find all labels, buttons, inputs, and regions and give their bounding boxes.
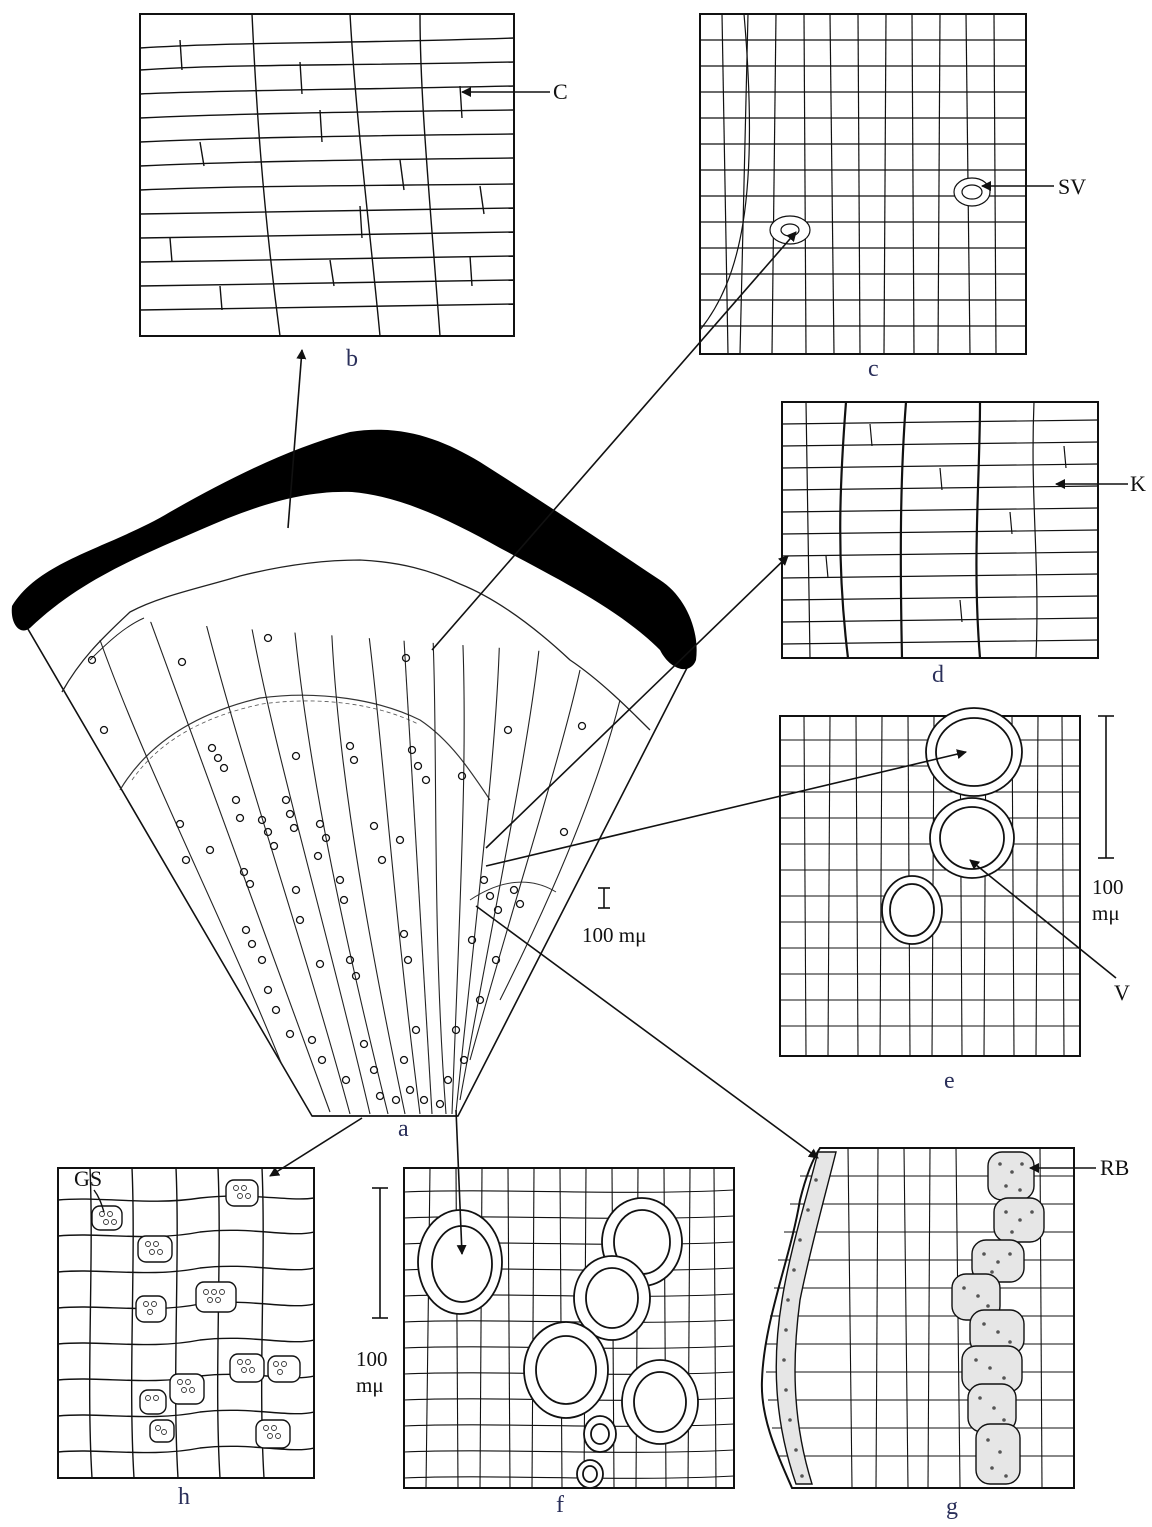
panel-label-d: d	[932, 662, 944, 689]
scale-label-e-value: 100	[1092, 874, 1124, 900]
bark-band	[12, 430, 697, 669]
panel-h	[58, 1168, 314, 1478]
panel-g	[762, 1148, 1074, 1488]
callout-v: V	[1114, 980, 1130, 1006]
callout-gs: GS	[74, 1166, 102, 1192]
panel-a-wedge	[12, 430, 697, 1116]
panel-label-a: a	[398, 1116, 409, 1143]
scale-bar-a	[598, 888, 610, 908]
panel-label-b: b	[346, 346, 358, 373]
callout-rb: RB	[1100, 1155, 1129, 1181]
scale-label-f-unit: mμ	[356, 1372, 384, 1398]
callout-k: K	[1130, 471, 1146, 497]
panel-label-c: c	[868, 356, 879, 383]
scale-bar-f	[372, 1188, 388, 1318]
panel-b	[140, 14, 514, 336]
panel-label-f: f	[556, 1492, 564, 1519]
scale-bar-e	[1098, 716, 1114, 858]
panel-d	[782, 402, 1098, 658]
panel-label-h: h	[178, 1484, 190, 1511]
panel-c	[700, 14, 1026, 354]
callout-sv: SV	[1058, 174, 1086, 200]
panel-label-e: e	[944, 1068, 955, 1095]
scale-label-f-value: 100	[356, 1346, 388, 1372]
panel-label-g: g	[946, 1494, 958, 1521]
callout-c: C	[553, 79, 568, 105]
scale-label-e-unit: mμ	[1092, 900, 1120, 926]
panel-f	[404, 1168, 734, 1488]
scale-label-a: 100 mμ	[582, 922, 646, 948]
